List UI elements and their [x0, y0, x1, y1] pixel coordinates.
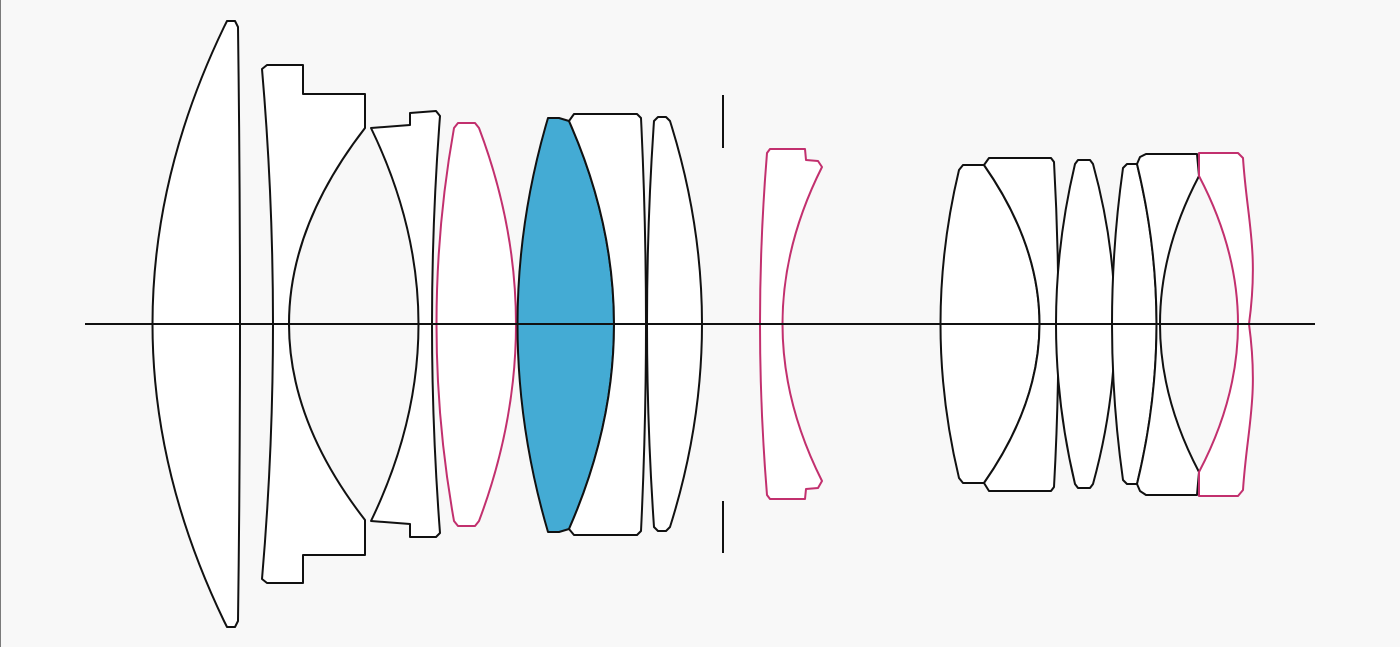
focus-lens-group: [759, 148, 823, 500]
lens-element-10: [983, 157, 1060, 492]
lens-element-3: [370, 110, 441, 538]
lens-element-6: [568, 113, 647, 536]
lens-element-14-aspherical: [1198, 152, 1254, 497]
lens-element-2: [261, 64, 366, 584]
lens-element-8-aspherical: [759, 148, 823, 500]
